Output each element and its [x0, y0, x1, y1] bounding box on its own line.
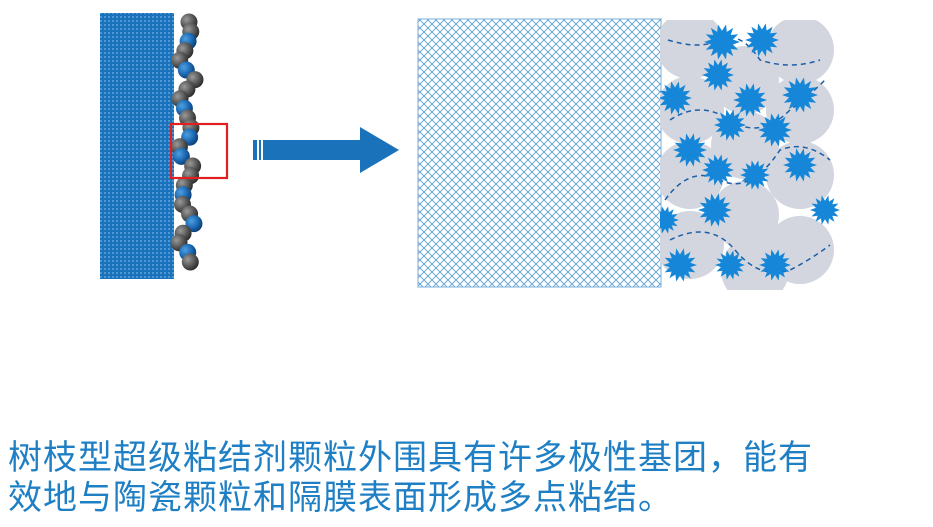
arrow-right-icon — [253, 127, 399, 173]
binder-particle — [715, 250, 745, 280]
binder-adhesion-diagram — [100, 13, 840, 290]
ceramic-particle-region — [660, 20, 840, 290]
binder-particles — [660, 23, 840, 282]
ceramic-particle — [660, 141, 724, 209]
zoomed-separator — [417, 18, 662, 288]
binder-particle — [745, 23, 779, 57]
binder-particle — [740, 160, 770, 190]
binder-particle — [759, 249, 791, 281]
binder-particle — [673, 133, 707, 167]
binder-chain-path — [664, 145, 831, 201]
binder-particle — [783, 148, 817, 182]
binder-particle — [702, 154, 734, 186]
polar-group — [172, 147, 190, 165]
binder-particle — [660, 81, 692, 115]
binder-particle — [810, 195, 840, 225]
chain-unit — [181, 253, 199, 271]
ceramic-particle — [711, 181, 779, 249]
binder-particle — [704, 24, 740, 60]
binder-particle — [758, 113, 792, 147]
caption: 树枝型超级粘结剂颗粒外围具有许多极性基团，能有 效地与陶瓷颗粒和隔膜表面形成多点… — [8, 438, 928, 518]
binder-polymer-chain — [170, 13, 204, 271]
binder-particle — [733, 83, 767, 117]
caption-line-1: 树枝型超级粘结剂颗粒外围具有许多极性基团，能有 — [8, 438, 813, 478]
caption-line-2: 效地与陶瓷颗粒和隔膜表面形成多点粘结。 — [8, 478, 673, 518]
binder-chain-path — [667, 36, 821, 66]
binder-chain-path — [669, 231, 831, 274]
zoom-highlight-box — [169, 122, 229, 180]
separator-layer — [100, 13, 174, 279]
ceramic-particle — [711, 46, 779, 114]
ceramic-particle — [766, 20, 834, 84]
binder-particle — [702, 59, 734, 91]
binder-particle — [714, 109, 746, 141]
binder-particle — [663, 248, 697, 282]
binder-particle — [782, 77, 818, 113]
binder-particle — [698, 193, 732, 227]
binder-particle — [660, 206, 679, 234]
polar-group — [185, 215, 203, 233]
